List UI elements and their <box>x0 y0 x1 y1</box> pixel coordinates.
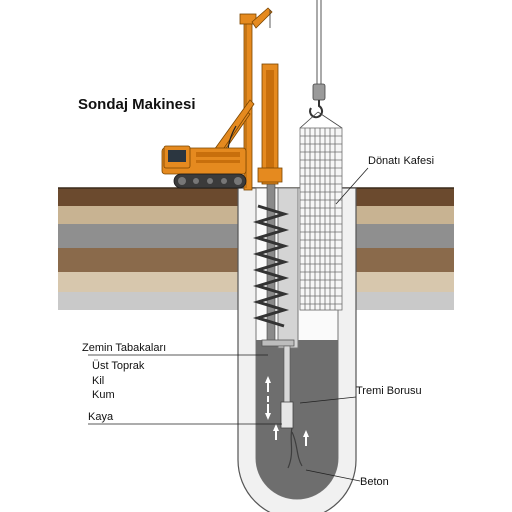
label-layer-clay: Kil <box>92 375 104 387</box>
flow-arrow-up <box>273 424 279 440</box>
concrete-fill <box>256 340 338 499</box>
label-cage: Dönatı Kafesi <box>368 155 434 167</box>
label-layer-sand: Kum <box>92 389 115 401</box>
rebar-cage-hoops <box>300 135 342 305</box>
rig-jib <box>251 7 273 29</box>
label-layer-topsoil: Üst Toprak <box>92 360 145 372</box>
flow-arrows <box>265 376 309 446</box>
flow-arrow-up <box>265 376 271 392</box>
label-layers-title: Zemin Tabakaları <box>82 342 166 354</box>
rebar-cage <box>299 127 343 311</box>
crane-cable <box>316 0 322 84</box>
label-machine: Sondaj Makinesi <box>78 96 196 113</box>
leader-lines <box>88 167 369 482</box>
label-layer-rock: Kaya <box>88 411 114 423</box>
cab-window <box>168 150 186 162</box>
label-concrete: Beton <box>360 476 389 488</box>
flow-arrow-up <box>303 430 309 446</box>
drilling-rig <box>161 7 283 191</box>
flow-arrow-down <box>265 404 271 420</box>
concrete-flow <box>287 427 303 469</box>
hook-icon <box>309 83 326 119</box>
rig-rotary-head <box>257 167 283 183</box>
label-tremie: Tremi Borusu <box>356 385 422 397</box>
auger-flights <box>252 204 290 328</box>
tremie-pipe <box>280 345 294 429</box>
rigging-slings <box>299 111 343 129</box>
auger-plate <box>261 339 295 347</box>
